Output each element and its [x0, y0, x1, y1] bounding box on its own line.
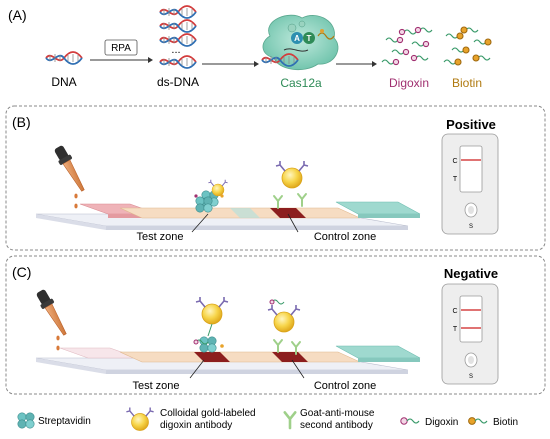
rpa-label: RPA: [111, 43, 131, 54]
crRNA-base-a: [291, 32, 303, 44]
panel-c-control-zone-pointer: [291, 359, 305, 379]
panel-a-tag: (A): [8, 7, 27, 23]
panel-c-test-line: [194, 352, 230, 362]
legend-gold-antibody-line1: Colloidal gold-labeled: [160, 408, 256, 419]
legend-goat-line2: second antibody: [300, 420, 373, 431]
dsdna-label: ds-DNA: [157, 75, 199, 89]
panel-b-absorbent-pad: [335, 201, 421, 215]
panel-c-nitrocellulose: [119, 351, 361, 363]
rpa-box: [104, 39, 138, 56]
legend-digoxin-label: Digoxin: [425, 417, 458, 428]
panel-c-absorbent-pad: [335, 345, 421, 359]
crRNA-letter-t: T: [307, 34, 312, 43]
legend-gold-antibody-icon: [125, 406, 155, 432]
panel-c-test-zone-label: Test zone: [132, 380, 179, 392]
panel-b-cassette-t: T: [453, 176, 458, 183]
panel-b-cassette-s: S: [469, 224, 473, 230]
biotin-cluster: [443, 26, 492, 66]
legend-streptavidin-label: Streptavidin: [38, 416, 91, 427]
panel-b-cassette: [441, 133, 499, 235]
panel-c-test-zone-pointer: [189, 359, 205, 379]
panel-c-result-title: Negative: [444, 266, 498, 281]
legend-biotin-icon: [468, 417, 488, 425]
legend-streptavidin-icon: [17, 412, 35, 429]
panel-c-cassette-c: C: [452, 308, 457, 315]
panel-b-control-zone-label: Control zone: [314, 231, 376, 243]
panel-c-test-complex: [193, 296, 229, 353]
crRNA-letter-a: A: [294, 34, 300, 43]
panel-c-drops: [56, 335, 60, 351]
legend-gold-antibody-line2: digoxin antibody: [160, 420, 232, 431]
panel-b-test-line: [230, 208, 260, 218]
dna-label: DNA: [51, 75, 76, 89]
panel-c-strip: [35, 345, 421, 374]
crRNA-base-t: [303, 32, 315, 44]
panel-b-test-zone-pointer: [191, 213, 209, 233]
biotin-label: Biotin: [452, 76, 482, 90]
cas12a-label: Cas12a: [280, 76, 322, 90]
panel-c-control-complex: [267, 299, 301, 355]
panel-b-control-zone-pointer: [287, 213, 299, 233]
dsdna-helix-group: [159, 5, 197, 69]
legend-digoxin-icon: [400, 417, 420, 425]
panel-b-tag: (B): [12, 114, 31, 130]
panel-b-test-complex: [194, 179, 229, 213]
panel-b-result-title: Positive: [446, 117, 496, 132]
panel-c-cassette-s: S: [469, 374, 473, 380]
dna-helix: [45, 51, 83, 65]
panel-c-cassette-t: T: [453, 326, 458, 333]
cas12a-complex: A T: [261, 14, 339, 71]
legend: Streptavidin Colloidal gold-labeled digo…: [17, 406, 518, 432]
panel-b-cassette-c: C: [452, 158, 457, 165]
panel-c-control-line: [272, 352, 308, 362]
legend-goat-antibody-icon: [283, 411, 297, 430]
legend-goat-line1: Goat-anti-mouse: [300, 408, 375, 419]
panel-c-cassette: [441, 283, 499, 385]
panel-b-control-line: [270, 208, 306, 218]
panel-b-dropper: [51, 143, 90, 195]
digoxin-cluster: [381, 26, 433, 66]
panel-c-tag: (C): [12, 264, 31, 280]
panel-b-frame: [5, 105, 546, 251]
panel-c-control-zone-label: Control zone: [314, 380, 376, 392]
panel-b-test-zone-label: Test zone: [136, 231, 183, 243]
panel-c-dropper: [33, 287, 72, 339]
panel-b-drops: [74, 193, 78, 209]
digoxin-label: Digoxin: [389, 76, 429, 90]
panel-b-strip: [35, 201, 421, 230]
legend-biotin-label: Biotin: [493, 417, 518, 428]
panel-c-frame: [5, 255, 546, 395]
dsdna-dots: ...: [171, 44, 180, 56]
panel-b-control-complex: [273, 160, 309, 209]
